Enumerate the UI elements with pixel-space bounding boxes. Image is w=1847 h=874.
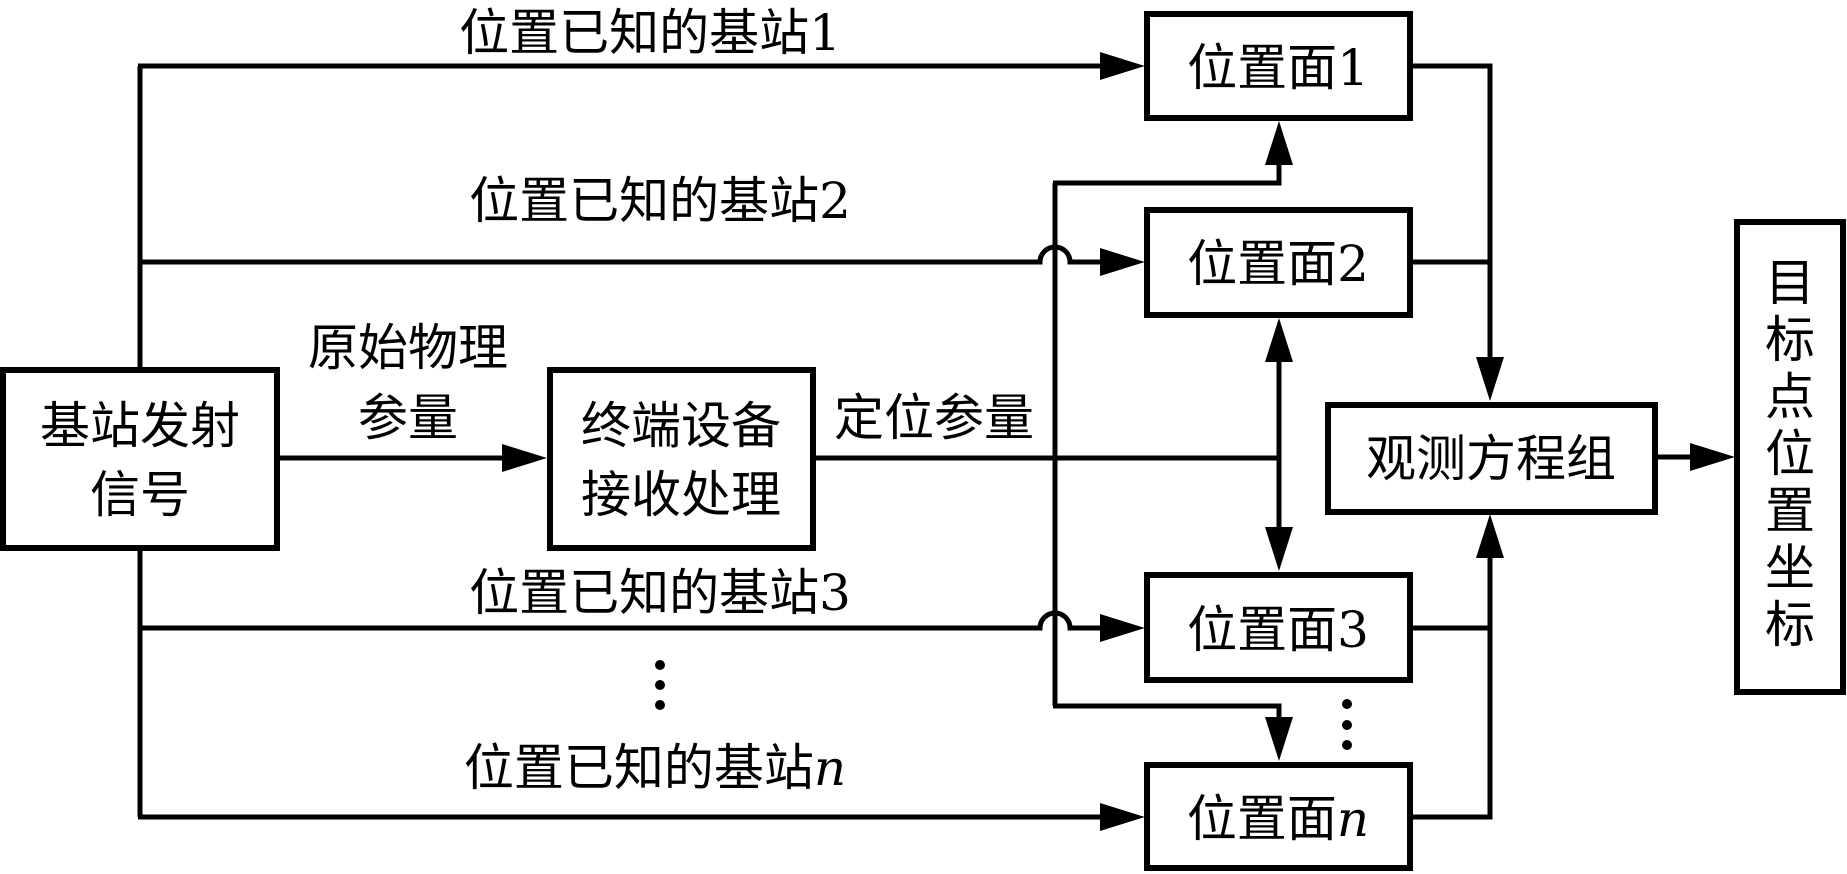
equations-label: 观测方程组 <box>1366 430 1616 488</box>
terminal-label-line1: 终端设备 <box>581 397 781 455</box>
equations-box <box>1325 402 1658 515</box>
node-terminal: 终端设备 接收处理 <box>547 367 816 551</box>
terminal-box <box>547 367 816 551</box>
surfaceN-box <box>1144 762 1413 871</box>
raw-params-label-line2: 参量 <box>358 389 458 447</box>
ellipsis-dot <box>655 660 665 670</box>
raw-params-label-line1: 原始物理 <box>308 319 508 377</box>
source-box <box>0 367 280 551</box>
ellipsis-right <box>1342 699 1352 750</box>
arrowhead-surfaceN-in <box>1265 717 1293 761</box>
surface3-box <box>1144 572 1413 683</box>
target-char-2: 标 <box>1765 311 1815 369</box>
positioning-params-label: 定位参量 <box>834 389 1034 447</box>
arrowhead-row1 <box>1100 52 1145 80</box>
row2-line <box>138 244 1105 265</box>
arrowhead-surface1-in <box>1265 121 1293 165</box>
arrowhead-surface2-in <box>1265 318 1293 362</box>
wires <box>137 63 1700 820</box>
target-char-1: 目 <box>1765 254 1815 312</box>
station1-label: 位置已知的基站1 <box>459 4 841 62</box>
edge-labels: 位置已知的基站1 位置已知的基站2 位置已知的基站3 位置已知的基站n 原始物理… <box>308 4 1034 797</box>
target-box <box>1734 219 1846 695</box>
target-char-6: 坐 <box>1765 539 1815 597</box>
node-surface1: 位置面1 <box>1144 11 1413 121</box>
arrowhead-row2 <box>1100 248 1145 276</box>
station2-label: 位置已知的基站2 <box>469 172 851 230</box>
ellipsis-left <box>655 660 665 710</box>
node-equations: 观测方程组 <box>1325 402 1658 515</box>
arrowhead-surface3-in <box>1265 527 1293 571</box>
arrowheads <box>502 52 1735 831</box>
stationN-label: 位置已知的基站n <box>464 739 846 797</box>
arrowhead-row3 <box>1100 614 1145 642</box>
node-surfaceN: 位置面n <box>1144 762 1413 871</box>
target-char-7: 标 <box>1765 596 1815 654</box>
arrowhead-equations-bottom <box>1476 514 1504 558</box>
bus-to-surfaceN <box>1053 703 1282 725</box>
station3-label: 位置已知的基站3 <box>469 564 851 622</box>
node-source: 基站发射 信号 <box>0 367 280 551</box>
ellipsis-dot <box>1342 720 1352 730</box>
arrowhead-target-in <box>1690 443 1735 471</box>
ellipsis-dot <box>1342 740 1352 750</box>
source-label-line2: 信号 <box>90 466 190 524</box>
arrowhead-equations-top <box>1476 357 1504 401</box>
node-target: 目 标 点 位 置 坐 标 <box>1734 219 1846 695</box>
arrowhead-rown <box>1100 803 1145 831</box>
arrowhead-terminal-in <box>502 444 547 472</box>
node-surface3: 位置面3 <box>1144 572 1413 683</box>
target-char-5: 置 <box>1765 482 1815 540</box>
surface2-label: 位置面2 <box>1187 235 1369 293</box>
ellipsis-dot <box>1342 699 1352 709</box>
ellipsis-dot <box>655 700 665 710</box>
surface1-box <box>1144 11 1413 121</box>
surface1-out <box>1410 63 1493 360</box>
target-char-4: 位 <box>1765 425 1815 483</box>
ellipsis-dot <box>655 680 665 690</box>
surface2-box <box>1144 207 1413 318</box>
surfaceN-label: 位置面n <box>1187 790 1369 848</box>
terminal-label-line2: 接收处理 <box>581 466 781 524</box>
bus-to-surface1 <box>1053 160 1282 186</box>
target-char-3: 点 <box>1765 368 1815 426</box>
source-label-line1: 基站发射 <box>40 397 240 455</box>
surfaceN-out <box>1410 555 1493 820</box>
node-surface2: 位置面2 <box>1144 207 1413 318</box>
surface3-label: 位置面3 <box>1187 601 1369 659</box>
surface1-label: 位置面1 <box>1187 39 1369 97</box>
